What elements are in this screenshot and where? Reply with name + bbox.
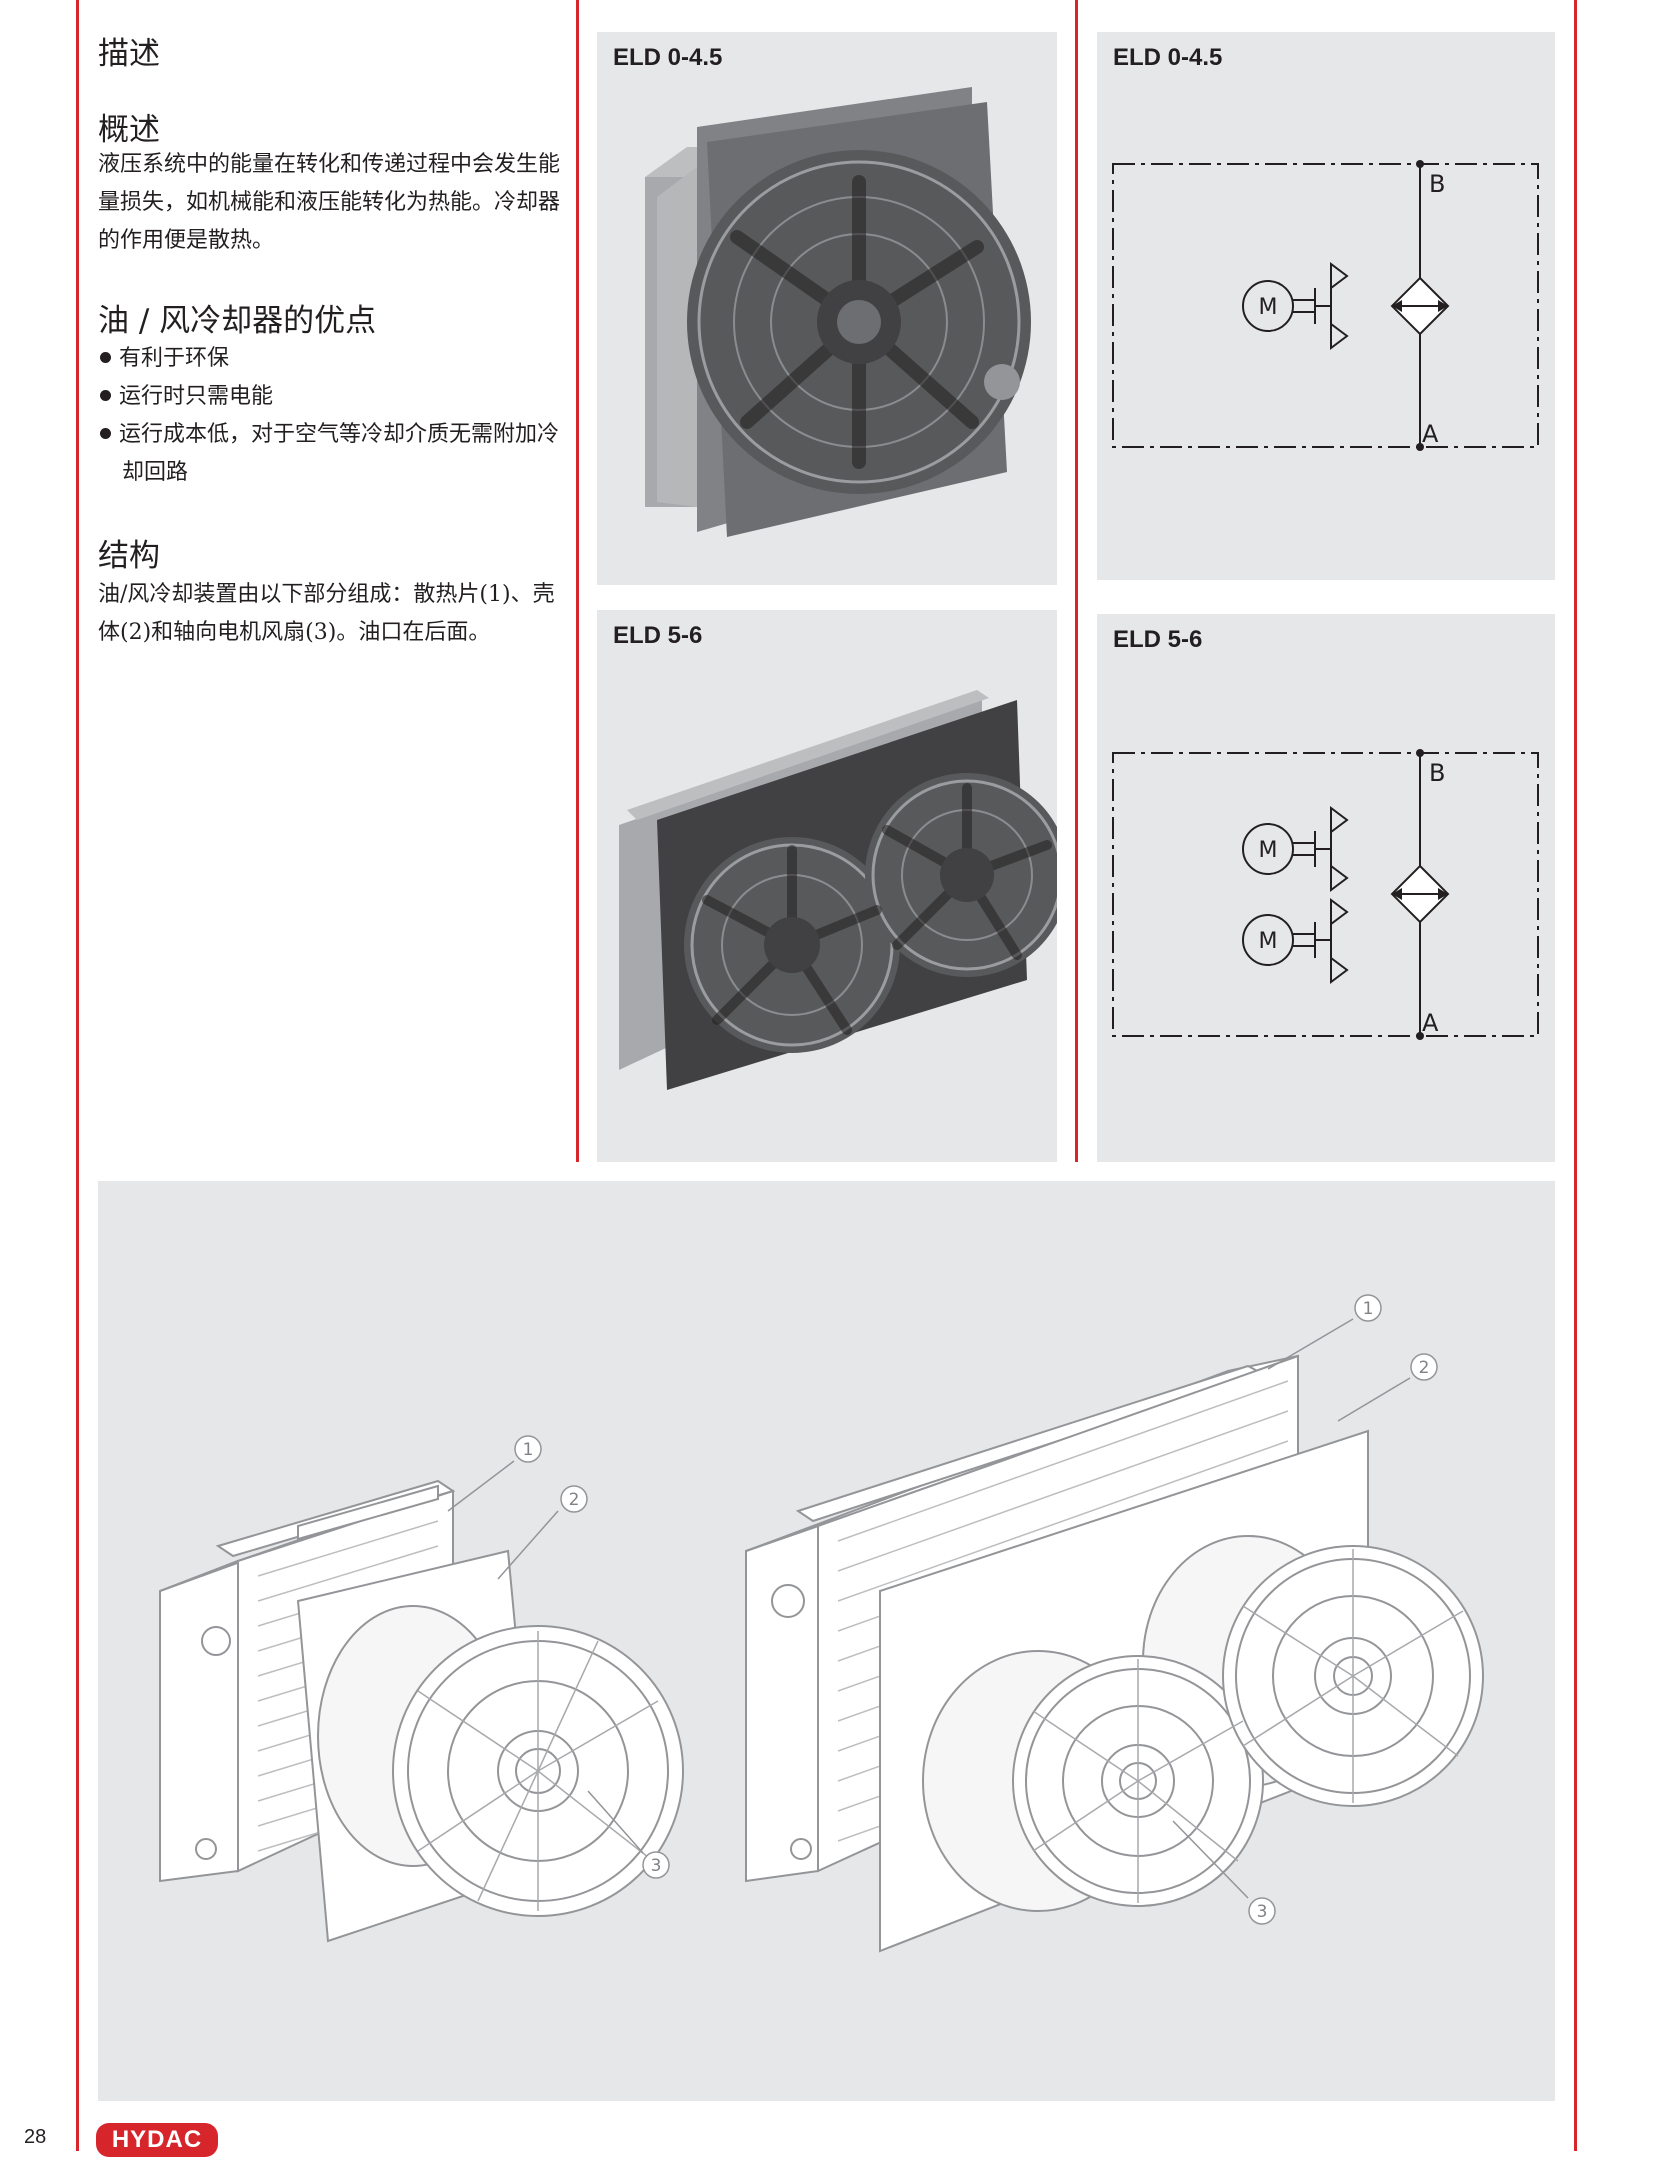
- page-number: 28: [24, 2126, 47, 2148]
- exploded-view-panel: 1 2 3 1 2 3: [98, 1181, 1555, 2101]
- callout-2-small: 2: [569, 1490, 580, 1510]
- brand-logo: HYDAC: [96, 2123, 218, 2157]
- callout-2-large: 2: [1419, 1358, 1430, 1378]
- advantages-heading: 油 / 风冷却器的优点: [98, 303, 377, 339]
- motor-m-label: M: [1259, 838, 1278, 863]
- callout-3-small: 3: [651, 1856, 662, 1876]
- hydraulic-schematic-dual: B A M M: [1112, 749, 1539, 1040]
- left-frame-line: [76, 0, 79, 2151]
- motor-m-label: M: [1259, 295, 1278, 320]
- advantage-item: 有利于环保: [100, 340, 560, 378]
- structure-text: 油/风冷却装置由以下部分组成：散热片(1)、壳体(2)和轴向电机风扇(3)。油口…: [98, 582, 555, 645]
- motor-m-label: M: [1259, 929, 1278, 954]
- column-divider-1: [576, 0, 579, 1162]
- description-heading: 描述: [98, 36, 160, 72]
- structure-heading: 结构: [98, 538, 160, 574]
- photo-panel-eld-0-4-5: ELD 0-4.5: [597, 32, 1057, 585]
- port-b-label: B: [1429, 170, 1445, 198]
- advantages-list: 有利于环保 运行时只需电能 运行成本低，对于空气等冷却介质无需附加冷却回路: [100, 340, 560, 492]
- schematic-title-eld-5-6: ELD 5-6: [1113, 626, 1203, 653]
- schematic-panel-eld-5-6: ELD 5-6 B A M M: [1097, 614, 1555, 1162]
- bullet-icon: [100, 428, 111, 439]
- cooler-single-fan-photo: [645, 87, 1031, 537]
- port-a-label: A: [1422, 1009, 1439, 1037]
- column-divider-2: [1075, 0, 1078, 1162]
- advantage-item: 运行时只需电能: [100, 378, 560, 416]
- schematic-panel-eld-0-4-5: ELD 0-4.5 B A M: [1097, 32, 1555, 580]
- photo-panel-eld-5-6: ELD 5-6: [597, 610, 1057, 1162]
- schematic-title-eld-0-4-5: ELD 0-4.5: [1113, 44, 1223, 71]
- callout-1-large: 1: [1363, 1299, 1374, 1319]
- exploded-cooler-drawings: 1 2 3 1 2 3: [159, 1294, 1484, 1953]
- photo-title-eld-5-6: ELD 5-6: [613, 622, 703, 649]
- port-a-label: A: [1422, 420, 1439, 448]
- callout-1-small: 1: [523, 1440, 534, 1460]
- hydraulic-schematic-single: B A M: [1112, 160, 1539, 451]
- port-b-label: B: [1429, 759, 1445, 787]
- bullet-icon: [100, 390, 111, 401]
- overview-text: 液压系统中的能量在转化和传递过程中会发生能量损失，如机械能和液压能转化为热能。冷…: [98, 152, 561, 253]
- overview-heading: 概述: [98, 112, 160, 148]
- bullet-icon: [100, 352, 111, 363]
- right-frame-line: [1574, 0, 1577, 2151]
- cooler-dual-fan-photo: [619, 690, 1057, 1090]
- advantage-item: 运行成本低，对于空气等冷却介质无需附加冷却回路: [100, 416, 560, 492]
- photo-title-eld-0-4-5: ELD 0-4.5: [613, 44, 723, 71]
- callout-3-large: 3: [1257, 1902, 1268, 1922]
